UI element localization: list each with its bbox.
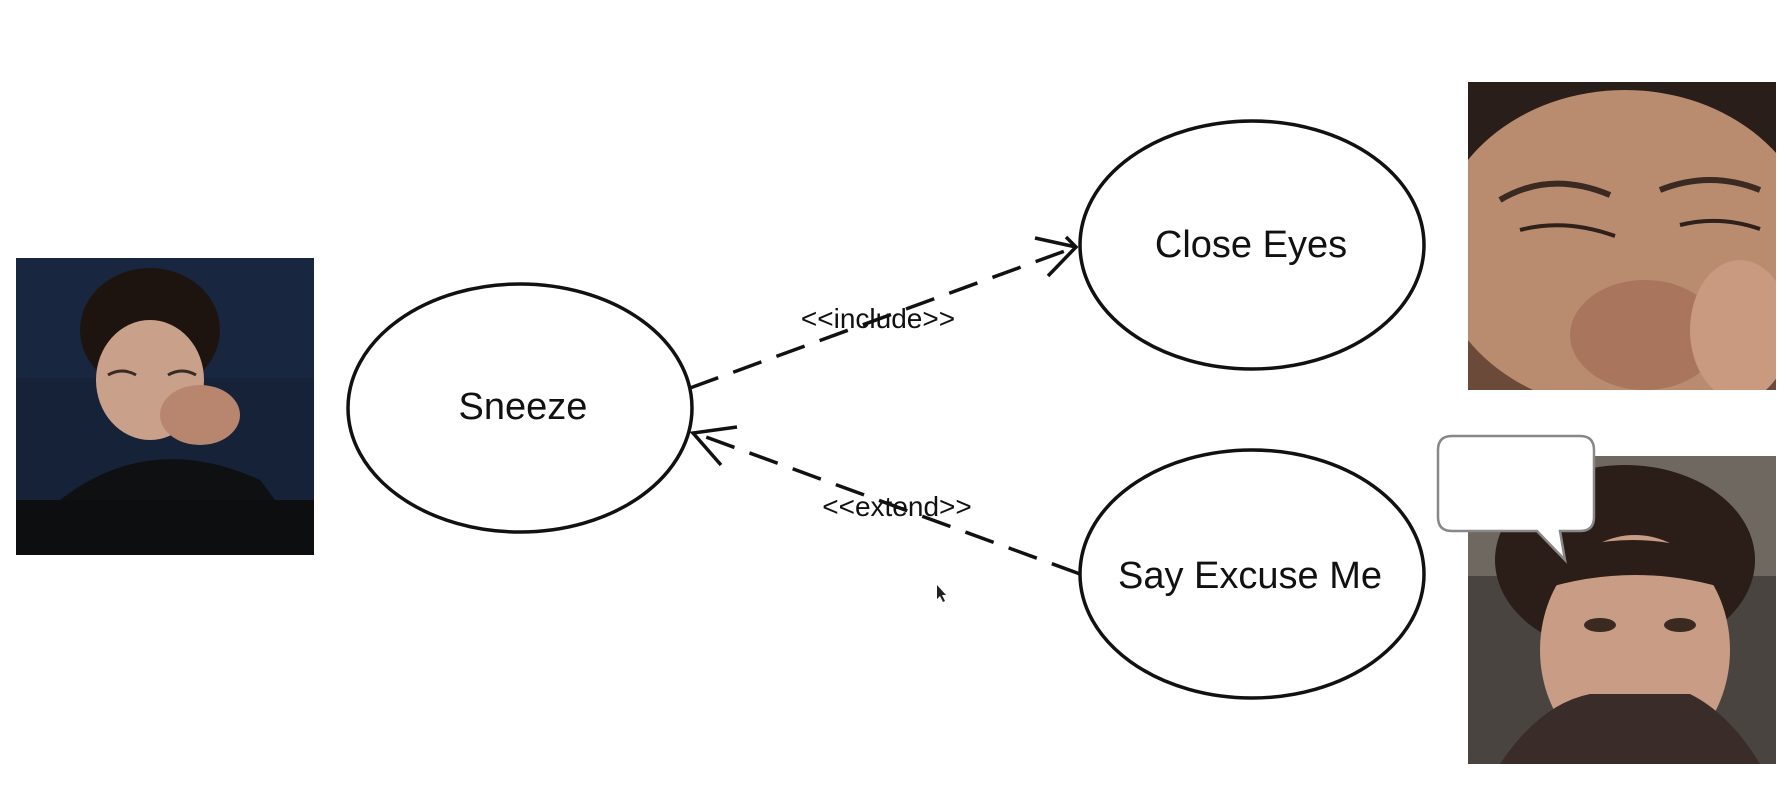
extend-label: <<extend>> <box>822 491 971 522</box>
sneezing-woman-photo <box>16 258 314 555</box>
extend-relation-arrow <box>689 425 1081 576</box>
squinting-face-photo <box>1468 82 1776 390</box>
mouse-cursor-icon <box>937 585 946 602</box>
woman-speech-photo <box>1436 434 1776 764</box>
include-relation-arrow <box>689 235 1079 390</box>
use-case-sneeze-label: Sneeze <box>459 386 588 428</box>
include-label: <<include>> <box>801 303 955 334</box>
use-case-close-eyes-label: Close Eyes <box>1155 224 1347 266</box>
use-case-close-eyes <box>1078 119 1426 371</box>
speech-bubble <box>1436 434 1596 564</box>
use-case-sneeze <box>346 282 694 534</box>
use-case-say-excuse-me-label: Say Excuse Me <box>1118 555 1382 597</box>
